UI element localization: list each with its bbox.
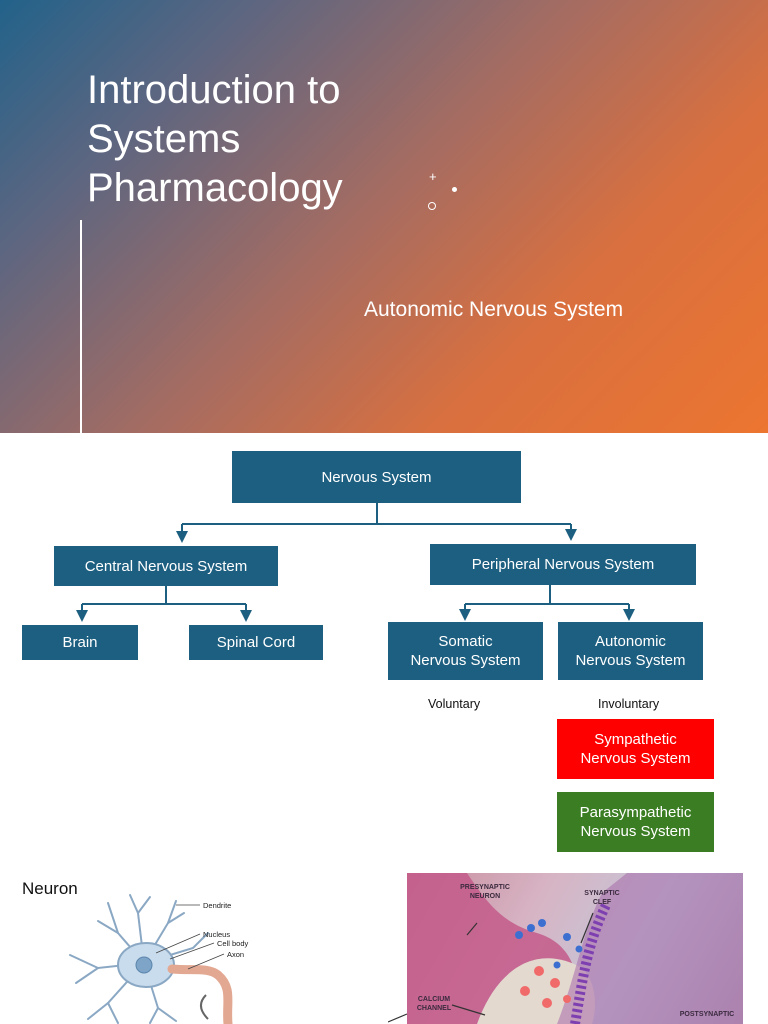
- nervous-system-box: Nervous System: [232, 451, 521, 503]
- somatic-label-line-1: Somatic: [438, 633, 493, 650]
- neuron-heading: Neuron: [22, 879, 78, 898]
- somatic-box: Somatic Nervous System: [388, 622, 543, 680]
- plus-decoration-icon: +: [429, 169, 437, 184]
- axon-shape: [167, 964, 233, 1024]
- brain-label: Brain: [62, 634, 98, 651]
- cleft-pointer-icon: [580, 912, 594, 944]
- ring-decoration-icon: [428, 202, 436, 210]
- presynaptic-label-line-2: NEURON: [470, 893, 500, 900]
- sympathetic-label-line-1: Sympathetic: [594, 731, 677, 748]
- calcium-label-line-1: CALCIUM: [418, 996, 450, 1003]
- hierarchy-slide: Nervous System Central Nervous System Pe…: [0, 433, 768, 1024]
- title-slide: Introduction to Systems Pharmacology + A…: [0, 0, 768, 433]
- parasympathetic-label-line-1: Parasympathetic: [579, 804, 692, 821]
- cns-box: Central Nervous System: [54, 546, 278, 586]
- spinal-cord-label: Spinal Cord: [216, 634, 296, 651]
- title-line-1: Introduction to: [87, 68, 341, 112]
- postsynaptic-label: POSTSYNAPTIC: [680, 1011, 734, 1018]
- dendrite-annotation: Dendrite: [203, 901, 231, 910]
- title-line-2: Systems: [87, 117, 241, 161]
- axon-annotation: Axon: [227, 950, 244, 959]
- vertical-divider: [80, 220, 82, 433]
- voluntary-note: Voluntary: [428, 697, 481, 711]
- slide-title: Introduction to Systems Pharmacology: [87, 66, 417, 213]
- spinal-cord-box: Spinal Cord: [189, 625, 323, 660]
- cns-label: Central Nervous System: [84, 557, 248, 575]
- cleft-label-line-1: SYNAPTIC: [584, 890, 619, 897]
- somatic-label-line-2: Nervous System: [410, 652, 521, 669]
- calcium-pointer-icon: [451, 1004, 486, 1016]
- parasympathetic-label-line-2: Nervous System: [580, 823, 691, 840]
- calcium-label-line-2: CHANNEL: [417, 1005, 452, 1012]
- autonomic-label-line-2: Nervous System: [575, 652, 686, 669]
- neuron-illustration: Dendrite Nucleus Cell body Axon: [69, 894, 249, 1024]
- nucleus-shape: [135, 956, 153, 974]
- nervous-system-label: Nervous System: [321, 468, 432, 486]
- dot-decoration-icon: [452, 187, 457, 192]
- sympathetic-label-line-2: Nervous System: [580, 750, 691, 767]
- synapse-illustration: PRESYNAPTIC NEURON SYNAPTIC CLEF CALCIUM…: [407, 873, 743, 1024]
- pns-label: Peripheral Nervous System: [471, 556, 655, 573]
- nucleus-annotation: Nucleus: [203, 930, 230, 939]
- hierarchy-connectors: [76, 503, 635, 622]
- postsynaptic-neuron-shape: [557, 873, 743, 1024]
- parasympathetic-box: Parasympathetic Nervous System: [557, 792, 714, 852]
- title-line-3: Pharmacology: [87, 166, 343, 210]
- cleft-label-line-2: CLEF: [593, 899, 612, 906]
- brain-box: Brain: [22, 625, 138, 660]
- cell-body-annotation: Cell body: [217, 939, 249, 948]
- presynaptic-pointer-icon: [466, 922, 478, 936]
- autonomic-label-line-1: Autonomic: [595, 633, 666, 650]
- sympathetic-box: Sympathetic Nervous System: [557, 719, 714, 779]
- synapse-outside-pointer-icon: [388, 1013, 408, 1023]
- receptor-band: [570, 900, 612, 1024]
- slide-subtitle: Autonomic Nervous System: [364, 298, 624, 321]
- pns-box: Peripheral Nervous System: [430, 544, 696, 585]
- autonomic-box: Autonomic Nervous System: [558, 622, 703, 680]
- signal-arrow-icon: [200, 994, 209, 1020]
- presynaptic-label-line-1: PRESYNAPTIC: [460, 884, 510, 891]
- involuntary-note: Involuntary: [598, 697, 660, 711]
